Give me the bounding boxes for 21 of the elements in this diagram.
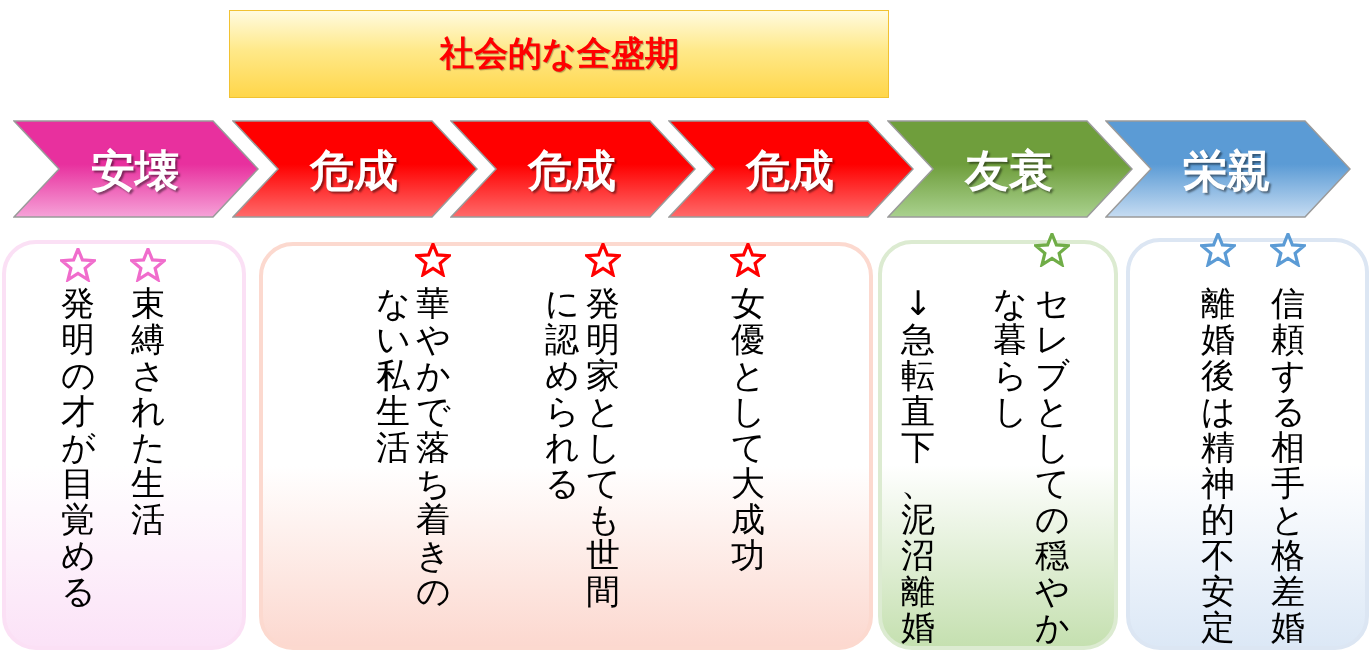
vertical-text: 離婚後は精神的不安定 — [1200, 285, 1236, 645]
process-step: 友衰 — [887, 120, 1133, 218]
vertical-text: な暮らし — [992, 285, 1028, 429]
vertical-text: ない私生活 — [375, 285, 411, 465]
process-step: 危成 — [450, 120, 696, 218]
process-step: 安壊 — [13, 120, 259, 218]
rounded-panel — [2, 240, 246, 650]
vertical-text: 女優として大成功 — [730, 285, 766, 573]
process-step: 危成 — [232, 120, 478, 218]
vertical-text: 発明家としても世間 — [585, 285, 621, 609]
rounded-panel — [259, 242, 873, 650]
title-banner: 社会的な全盛期 — [229, 10, 889, 98]
process-step: 危成 — [668, 120, 914, 218]
vertical-text: セレブとしての穏やか — [1034, 285, 1070, 645]
vertical-text: 束縛された生活 — [130, 285, 166, 537]
vertical-text: ↓急転直下、泥沼離婚 — [900, 285, 936, 645]
vertical-text: 華やかで落ち着きの — [415, 285, 451, 609]
vertical-text: 信頼する相手と格差婚 — [1270, 285, 1306, 645]
vertical-text: 発明の才が目覚める — [60, 285, 96, 609]
process-step: 栄親 — [1105, 120, 1351, 218]
vertical-text: に認められる — [544, 285, 580, 501]
